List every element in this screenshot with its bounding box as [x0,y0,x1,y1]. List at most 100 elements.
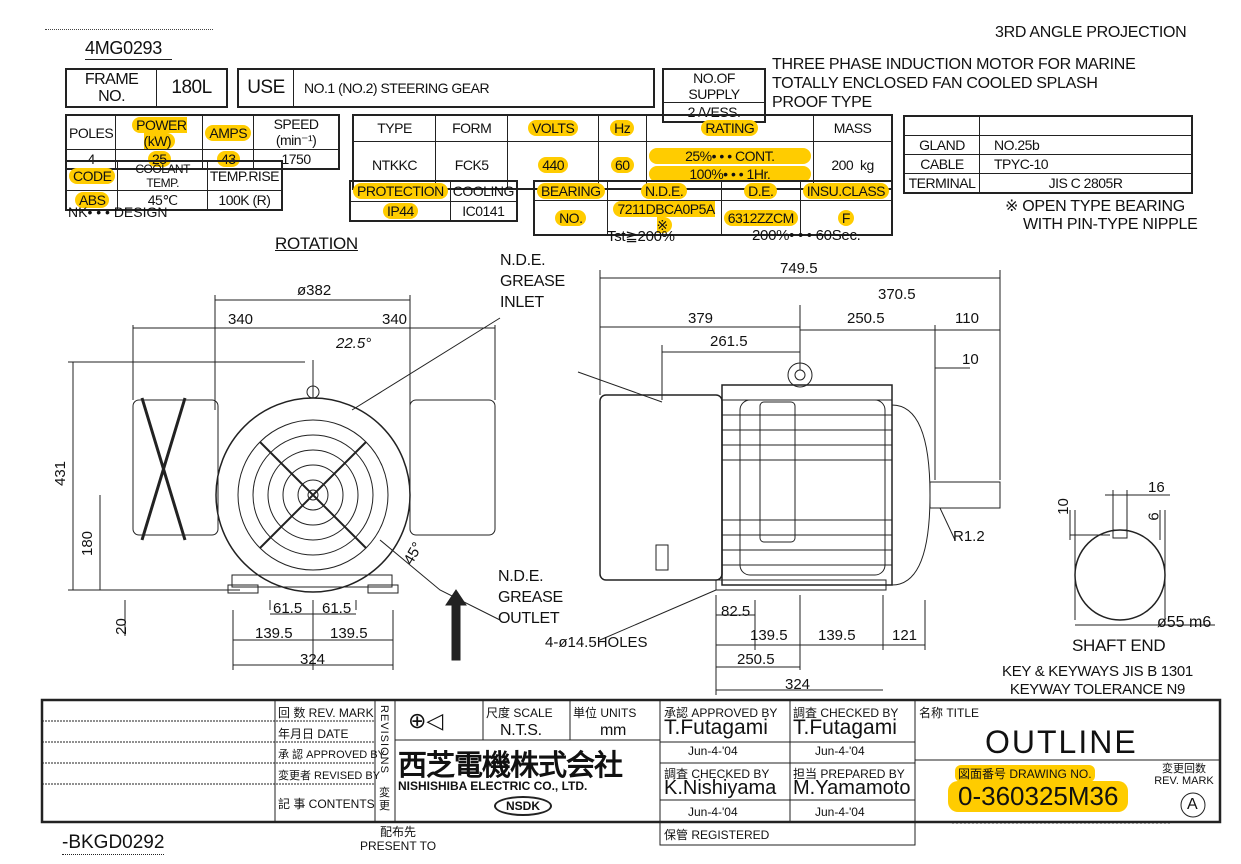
drawing-no-label: 図面番号 DRAWING NO. [955,765,1095,782]
dim-340-left: 340 [228,311,254,328]
hz-header: Hz [610,120,635,137]
mounting-holes-label: 4-ø14.5HOLES [545,634,648,651]
registered-label: 保管 REGISTERED [664,828,770,842]
shaft-end-label: SHAFT END [1072,636,1166,655]
volts-value: 440 [538,156,569,173]
dim-110: 110 [955,310,979,327]
form-header: FORM [435,114,509,142]
speed-header: SPEED (min⁻¹) [253,114,340,150]
drawing-title: OUTLINE [985,724,1138,760]
checked-date: Jun-4-'04 [815,744,865,758]
checked-name: T.Futagami [793,716,897,739]
rating-line: 100%• • • 1Hr. [648,165,812,182]
nsdk-logo: NSDK [494,796,553,816]
dim-shaft-55: ø55 m6 [1157,614,1212,631]
de-bearing: 6312ZZCM [723,209,798,226]
cable-value: TPYC-10 [979,154,1193,174]
projection-note: 3RD ANGLE PROJECTION [995,24,1187,41]
dim-height-431: 431 [52,460,70,487]
dim-250-5-bottom: 250.5 [737,651,775,668]
amps-header: AMPS [205,124,252,141]
shaft-end-view [1069,490,1215,626]
scale-value: N.T.S. [500,722,542,739]
design-note: NK• • • DESIGN [68,204,168,220]
dim-diameter-382: ø382 [297,282,332,299]
temp-rise-header: TEMP.RISE [206,160,283,191]
insulation-class: F [837,209,854,226]
poles-header: POLES [65,114,117,150]
dim-61-5-left: 61.5 [273,600,303,617]
checked2-name: K.Nishiyama [664,777,777,799]
dim-324-side: 324 [785,676,811,693]
dim-10: 10 [962,351,979,368]
description-line: PROOF TYPE [772,94,872,111]
nde-header: N.D.E. [641,183,688,199]
starting-torque-note: Tst≧200% [607,228,675,245]
checked2-date: Jun-4-'04 [688,805,738,819]
dim-121: 121 [892,627,918,644]
terminal-value: JIS C 2805R [979,173,1193,194]
company-name-en: NISHISHIBA ELECTRIC CO., LTD. [398,779,588,793]
projection-symbol-icon: ⊕◁ [408,708,444,733]
front-view [68,295,501,670]
overload-note: 200%• • • 60Sec. [752,227,861,244]
dim-379: 379 [688,310,714,327]
bearing-no-label: NO. [555,209,587,226]
dim-139-5-right: 139.5 [330,625,368,642]
revisions-jp-label: 変更 [379,787,390,812]
contents-label: 記 事 CONTENTS [278,797,375,811]
temp-rise-value: 100K (R) [206,190,283,211]
coolant-value: 45℃ [117,190,208,211]
frame-value: 180L [156,68,228,108]
supply-label: NO.OF SUPPLY [662,68,766,103]
rating-line: 25%• • • CONT. [648,147,812,164]
mass-header: MASS [813,114,893,142]
checked2-label: 調査 CHECKED BY [664,767,770,781]
cable-label: CABLE [903,154,980,174]
de-header: D.E. [744,183,778,199]
dim-61-5-right: 61.5 [322,600,352,617]
rating-header: RATING [701,120,759,137]
dim-139-5-side-left: 139.5 [750,627,788,644]
dim-749-5: 749.5 [780,260,818,277]
rev-mark-header: 変更回数 REV. MARK [1154,763,1214,787]
type-header: TYPE [352,114,437,142]
dim-139-5-side-right: 139.5 [818,627,856,644]
company-name-jp: 西芝電機株式会社 [398,750,623,782]
dim-340-right: 340 [382,311,408,328]
prepared-label: 担当 PREPARED BY [793,767,905,781]
bearing-label: BEARING [537,183,605,199]
approved-label: 承認 APPROVED BY [664,706,778,720]
dim-height-180: 180 [79,530,97,557]
rev-mark-label: 回 数 REV. MARK [278,706,374,720]
use-table: USE NO.1 (NO.2) STEERING GEAR [237,68,655,108]
description-line: TOTALLY ENCLOSED FAN COOLED SPLASH [772,75,1098,92]
dim-key-10: 10 [1054,498,1072,515]
insulation-header: INSU.CLASS [802,183,889,199]
prepared-date: Jun-4-'04 [815,805,865,819]
drawing-reference: 4MG0293 [85,38,172,60]
revision-mark: A [1187,796,1198,813]
dim-height-20: 20 [112,618,130,635]
rotation-label: ROTATION [275,234,358,253]
dim-261-5: 261.5 [710,333,748,350]
code-value: ABS [74,192,110,208]
dim-82-5: 82.5 [721,603,751,620]
dim-key-16: 16 [1148,479,1165,496]
prepared-name: M.Yamamoto [793,777,911,799]
use-label: USE [237,68,294,108]
title-block-frame [40,698,1222,846]
protection-value: IP44 [382,202,418,219]
approved-name: T.Futagami [664,716,768,739]
title-label: 名称 TITLE [919,706,980,720]
divider [45,29,213,30]
